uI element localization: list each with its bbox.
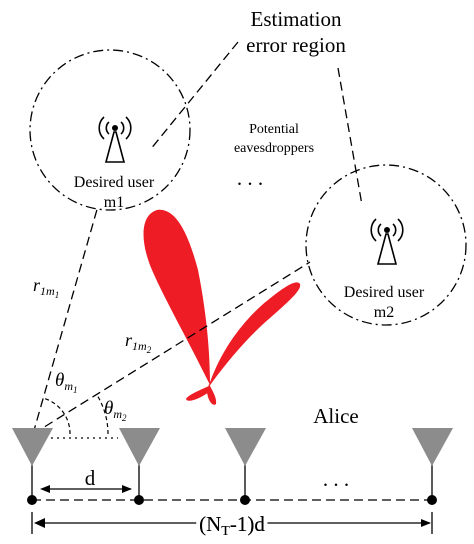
range-label-m1: r1m1 xyxy=(33,275,59,300)
angle-arc-m1 xyxy=(42,397,71,435)
array-node-4 xyxy=(427,495,437,505)
angle-label-m1: θm1 xyxy=(55,370,78,395)
array-node-2 xyxy=(134,495,144,505)
alice-label: Alice xyxy=(313,404,358,428)
array-node-3 xyxy=(240,495,250,505)
antenna-element-4 xyxy=(412,428,453,466)
range-label-m2: r1m2 xyxy=(125,330,152,355)
beam-lobe-m1 xyxy=(143,209,210,385)
estimation-title-line1: Estimation xyxy=(251,7,342,31)
spacing-label: d xyxy=(85,466,96,490)
aperture-label: (NT-1)d xyxy=(199,512,265,539)
angle-label-m2: θm2 xyxy=(104,398,127,423)
estimation-region-m1 xyxy=(29,49,191,211)
user2-label-line1: Desired user xyxy=(344,284,425,301)
range-line-m1 xyxy=(32,205,99,435)
aperture-label-fg: (NT-1)d xyxy=(199,512,265,539)
antenna-element-2 xyxy=(119,428,160,466)
beam-lobe-side xyxy=(186,386,209,401)
angle-arc-m2 xyxy=(96,394,109,435)
user2-label-line2: m2 xyxy=(374,304,394,321)
pointer-line-m2 xyxy=(337,67,363,206)
estimation-title-line2: error region xyxy=(246,33,346,57)
array-node-1 xyxy=(27,495,37,505)
spacing-arrow-head-left xyxy=(40,485,50,493)
antenna-element-1 xyxy=(12,428,53,466)
potential-label-line1: Potential xyxy=(249,122,299,137)
beam-lobe-back xyxy=(207,384,217,405)
ellipsis-bottom: . . . xyxy=(323,467,349,491)
potential-label-line2: eavesdroppers xyxy=(234,141,314,156)
range-line-m2 xyxy=(32,261,311,435)
antenna-tower-icon xyxy=(370,218,404,265)
beam-lobe-m2 xyxy=(208,282,301,388)
antenna-tower-icon xyxy=(98,116,132,163)
pointer-line-m1 xyxy=(149,41,239,151)
antenna-element-3 xyxy=(225,428,266,466)
user1-label-line1: Desired user xyxy=(74,174,155,191)
estimation-region-m2 xyxy=(305,164,467,326)
aperture-arrow-head-left xyxy=(34,518,45,528)
ellipsis-mid: . . . xyxy=(237,166,263,190)
user1-label-line2: m1 xyxy=(104,194,124,211)
